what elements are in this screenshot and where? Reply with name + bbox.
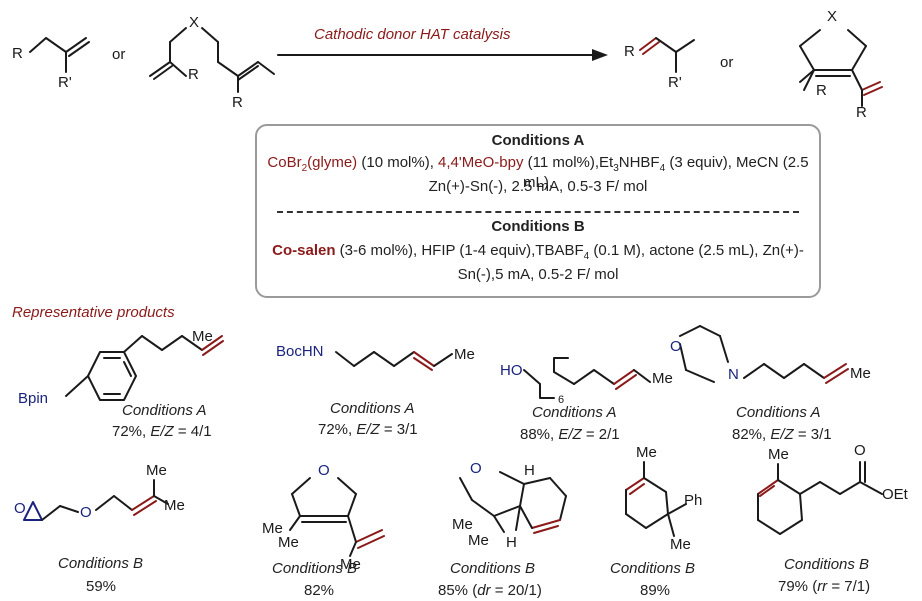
product-r2-2-me-3: Me	[340, 556, 361, 573]
product-r2-4-structure	[625, 461, 687, 537]
product-r1-1-bpin: Bpin	[18, 390, 49, 407]
product-r2-3-me-1: Me	[452, 516, 473, 533]
conditions-b-heading: Conditions B	[491, 218, 585, 235]
product-r2-1-me-right: Me	[164, 497, 185, 514]
product-r2-5-conditions: Conditions B	[784, 556, 870, 573]
product-r2-1-epoxide-o: O	[14, 500, 26, 517]
product-r1-1-me: Me	[192, 328, 213, 345]
product-r2-4-me-top: Me	[636, 444, 657, 461]
product-r1-3-me: Me	[652, 370, 673, 387]
product-r2-3-structure	[459, 471, 567, 534]
product-2-r2-label: R	[856, 104, 867, 121]
product-r2-1-ether-o: O	[80, 504, 92, 521]
product-r1-4-n: N	[728, 366, 739, 383]
reactant-1-r-label: R	[12, 45, 23, 62]
product-r2-5-carbonyl-o: O	[854, 442, 866, 459]
product-r2-3-conditions: Conditions B	[450, 560, 536, 577]
product-r2-4-ph: Ph	[684, 492, 703, 509]
product-r1-2-structure	[335, 351, 453, 371]
product-1-structure	[639, 37, 695, 73]
product-r1-1-conditions: Conditions A	[122, 402, 207, 419]
conditions-box: Conditions A CoBr2(glyme) (10 mol%), 4,4…	[255, 124, 821, 298]
conditions-a-line1: CoBr2(glyme) (10 mol%), 4,4'MeO-bpy (11 …	[267, 154, 809, 191]
product-r2-3-o: O	[470, 460, 482, 477]
product-r1-3-structure	[523, 357, 651, 399]
or-label-left: or	[112, 46, 126, 63]
product-r1-2-yield: 72%, E/Z = 3/1	[318, 421, 418, 438]
product-r2-5-oet: OEt	[882, 486, 908, 503]
product-r1-4-structure	[679, 325, 849, 384]
conditions-a-heading: Conditions A	[491, 132, 585, 149]
product-r2-1-me-top: Me	[146, 462, 167, 479]
product-r1-3-conditions: Conditions A	[532, 404, 617, 421]
product-r2-3-h-top: H	[524, 462, 535, 479]
product-r1-2-bochn: BocHN	[276, 343, 324, 360]
product-r2-5-yield: 79% (rr = 7/1)	[778, 578, 871, 595]
product-r1-4-yield: 82%, E/Z = 3/1	[732, 426, 832, 443]
reactant-2-r-label: R	[188, 66, 199, 83]
product-r2-2-structure	[289, 477, 385, 557]
product-r2-3-yield: 85% (dr = 20/1)	[438, 582, 542, 599]
product-r1-3-ho: HO	[500, 362, 523, 379]
conditions-a-ligand: 4,4'MeO-bpy	[438, 154, 524, 171]
conditions-a-line2: Zn(+)-Sn(-), 2.5 mA, 0.5-3 F/ mol	[428, 178, 648, 195]
product-r2-2-o: O	[318, 462, 330, 479]
conditions-b-line1: Co-salen (3-6 mol%), HFIP (1-4 equiv),TB…	[272, 242, 804, 262]
product-r2-2-yield: 82%	[304, 582, 335, 599]
product-r2-3-h-bottom: H	[506, 534, 517, 551]
product-r1-1-yield: 72%, E/Z = 4/1	[112, 423, 212, 440]
arrow-label: Cathodic donor HAT catalysis	[314, 26, 511, 43]
reactant-1-structure	[29, 37, 90, 73]
product-r2-4-conditions: Conditions B	[610, 560, 696, 577]
product-r2-1-yield: 59%	[86, 578, 117, 595]
product-r1-4-me: Me	[850, 365, 871, 382]
reaction-arrow-head	[592, 49, 608, 61]
or-label-right: or	[720, 54, 734, 71]
product-r1-1-structure	[65, 335, 224, 401]
reactant-2-structure	[149, 27, 275, 93]
product-r1-4-conditions: Conditions A	[736, 404, 821, 421]
product-1-r-label: R	[624, 43, 635, 60]
product-r1-3-repeat: 6	[558, 394, 565, 406]
product-r2-4-me-bottom: Me	[670, 536, 691, 553]
conditions-divider	[277, 211, 799, 213]
product-2-x-label: X	[827, 8, 838, 25]
product-r2-2-conditions: Conditions B	[272, 560, 358, 577]
product-r2-4-yield: 89%	[640, 582, 671, 599]
product-r1-2-conditions: Conditions A	[330, 400, 415, 417]
conditions-b-line2: Sn(-),5 mA, 0.5-2 F/ mol	[457, 266, 619, 283]
product-2-structure	[799, 29, 883, 107]
product-r2-5-structure	[757, 461, 883, 535]
reactant-1-rprime-label: R'	[58, 74, 72, 91]
product-1-rprime-label: R'	[668, 74, 682, 91]
reactant-2-x-label: X	[189, 14, 200, 31]
product-r1-2-me: Me	[454, 346, 475, 363]
product-r2-5-me: Me	[768, 446, 789, 463]
reactant-2-r2-label: R	[232, 94, 243, 111]
product-r2-3-me-2: Me	[468, 532, 489, 549]
product-r2-2-me-1: Me	[262, 520, 283, 537]
product-r1-3-yield: 88%, E/Z = 2/1	[520, 426, 620, 443]
conditions-a-catalyst: CoBr2(glyme)	[267, 154, 358, 174]
conditions-b-catalyst: Co-salen	[272, 242, 336, 259]
section-title: Representative products	[12, 304, 175, 321]
product-r2-2-me-2: Me	[278, 534, 299, 551]
product-r2-1-structure	[23, 479, 169, 521]
product-r2-1-conditions: Conditions B	[58, 555, 144, 572]
product-r1-4-o: O	[670, 338, 682, 355]
product-2-r-label: R	[816, 82, 827, 99]
